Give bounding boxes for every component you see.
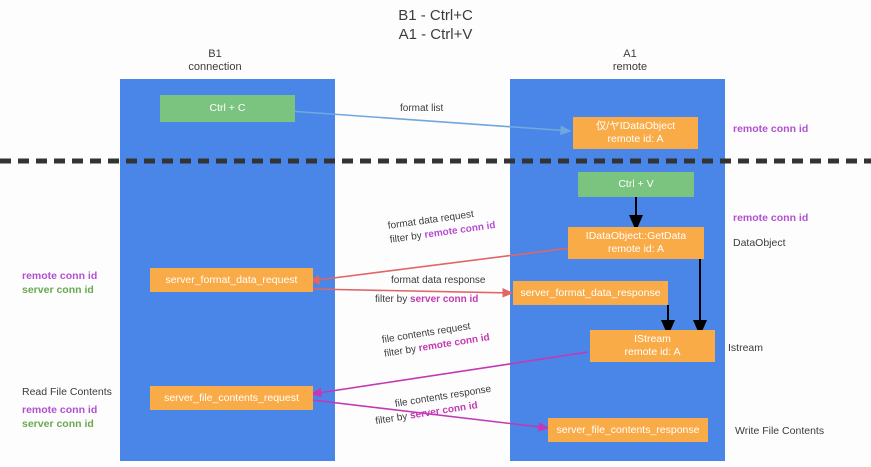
left-label-read-file-contents: Read File Contents: [22, 386, 112, 398]
filter-value: server conn id: [410, 294, 479, 305]
right-label-remote-conn-id-mid: remote conn id: [733, 212, 809, 224]
column-header-a1: A1 remote: [612, 48, 648, 73]
filter-prefix: filter by: [375, 294, 411, 305]
node-server-file-contents-response[interactable]: server_file_contents_response: [548, 418, 708, 442]
node-server-format-data-request[interactable]: server_format_data_request: [150, 268, 313, 292]
node-idataobject[interactable]: 仅/ヤIDataObject remote id: A: [573, 117, 698, 149]
column-header-b1: B1 connection: [188, 48, 242, 73]
left-label-remote-conn-id: remote conn id: [22, 270, 98, 282]
edge-label-format-data-response-filter: filter by server conn id: [375, 293, 486, 307]
filter-prefix: filter by: [389, 229, 426, 246]
right-label-remote-conn-id-top: remote conn id: [733, 123, 809, 135]
right-label-istream: Istream: [728, 342, 764, 354]
edge-label-file-contents-response: file contents response filter by server …: [375, 383, 494, 427]
left-label-conn-ids: remote conn id server conn id: [22, 269, 97, 297]
left-label-conn-ids-2: remote conn id server conn id: [22, 403, 97, 431]
node-ctrl-v[interactable]: Ctrl + V: [578, 172, 694, 197]
edge-label-format-list: format list: [400, 103, 444, 114]
diagram-title: B1 - Ctrl+C A1 - Ctrl+V: [398, 7, 473, 43]
edge-label-format-data-response-text: format data response: [391, 275, 486, 286]
node-server-format-data-response[interactable]: server_format_data_response: [513, 281, 668, 305]
node-istream[interactable]: IStream remote id: A: [590, 330, 715, 362]
left-label-server-conn-id-2: server conn id: [22, 418, 94, 430]
edge-label-format-data-request: format data request filter by remote con…: [387, 205, 497, 248]
filter-prefix: filter by: [374, 410, 411, 428]
left-label-remote-conn-id-2: remote conn id: [22, 404, 98, 416]
edge-label-format-data-response: format data response filter by server co…: [375, 274, 486, 307]
node-idataobject-getdata[interactable]: IDataObject::GetData remote id: A: [568, 227, 704, 259]
right-label-write-file-contents: Write File Contents: [735, 425, 825, 437]
edge-label-file-contents-request: file contents request filter by remote c…: [381, 317, 491, 361]
right-label-dataobject: DataObject: [733, 237, 786, 249]
left-label-server-conn-id: server conn id: [22, 284, 94, 296]
node-ctrl-c[interactable]: Ctrl + C: [160, 95, 295, 122]
node-server-file-contents-request[interactable]: server_file_contents_request: [150, 386, 313, 410]
